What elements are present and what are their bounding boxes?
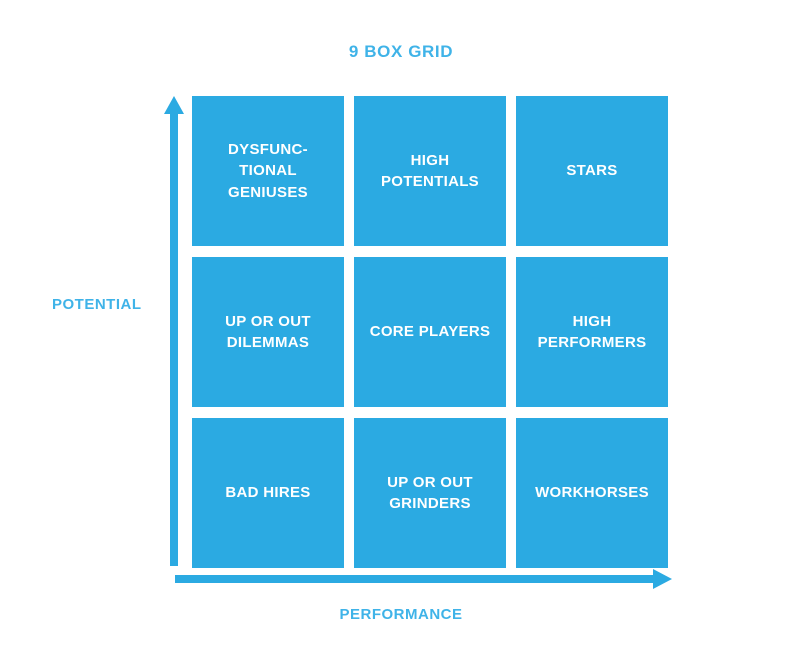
arrow-up-icon (164, 96, 184, 114)
page-title: 9 BOX GRID (348, 42, 454, 61)
performance-axis (175, 568, 672, 590)
grid-cell-workhorses[interactable]: WORKHORSES (516, 418, 668, 568)
grid-cell-bad-hires[interactable]: BAD HIRES (192, 418, 344, 568)
grid-cell-label: CORE PLAYERS (369, 323, 491, 341)
performance-axis-label: PERFORMANCE (339, 606, 463, 623)
grid-cell-high-potentials[interactable]: HIGH POTENTIALS (354, 96, 506, 246)
potential-axis-label: POTENTIAL (52, 296, 142, 313)
grid-cell-dysfunctional-geniuses[interactable]: DYSFUNC- TIONAL GENIUSES (192, 96, 344, 246)
grid-cell-label: BAD HIRES (225, 484, 311, 502)
grid-cell-label: UP OR OUT DILEMMAS (225, 312, 311, 351)
grid-cell-label: WORKHORSES (535, 484, 649, 502)
grid-cell-label: STARS (566, 162, 618, 180)
grid-cell-up-or-out-grinders[interactable]: UP OR OUT GRINDERS (354, 418, 506, 568)
grid-cell-label: UP OR OUT GRINDERS (387, 473, 473, 512)
potential-axis-line (170, 112, 178, 566)
grid-cell-stars[interactable]: STARS (516, 96, 668, 246)
arrow-right-icon (653, 569, 672, 589)
grid-container: DYSFUNC- TIONAL GENIUSES HIGH POTENTIALS… (192, 96, 668, 568)
potential-axis (164, 96, 184, 566)
grid-cell-label: HIGH PERFORMERS (537, 312, 647, 351)
performance-axis-line (175, 575, 653, 583)
grid-cell-up-or-out-dilemmas[interactable]: UP OR OUT DILEMMAS (192, 257, 344, 407)
grid-cell-label: HIGH POTENTIALS (380, 151, 479, 190)
grid-cell-high-performers[interactable]: HIGH PERFORMERS (516, 257, 668, 407)
grid-cell-core-players[interactable]: CORE PLAYERS (354, 257, 506, 407)
grid-cell-label: DYSFUNC- TIONAL GENIUSES (228, 141, 308, 201)
